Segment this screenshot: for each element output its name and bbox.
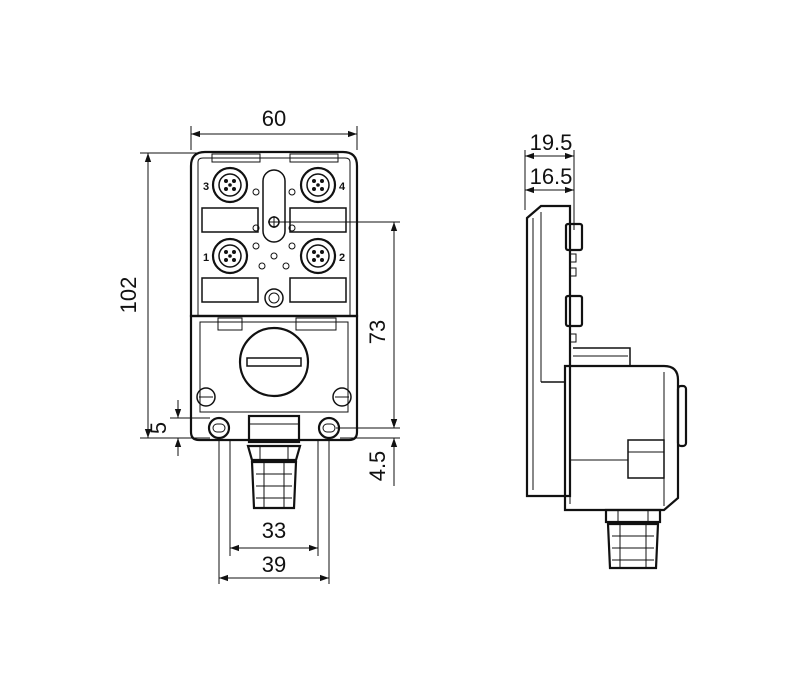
front-lower-cover xyxy=(189,314,359,442)
port-4: 4 xyxy=(299,166,346,204)
housing-screw xyxy=(264,288,284,308)
corner-screw-right xyxy=(332,387,352,407)
side-port-upper xyxy=(564,222,584,252)
lower-slot-left xyxy=(217,317,243,331)
top-slot-left xyxy=(211,153,261,163)
dim-label-16-5: 16.5 xyxy=(530,164,573,189)
dim-label-33: 33 xyxy=(262,518,286,543)
front-upper-inner-frame xyxy=(197,157,351,316)
dim-label-60: 60 xyxy=(262,106,286,131)
label-plate-1 xyxy=(201,277,259,303)
cable-gland xyxy=(246,444,302,510)
label-plate-2 xyxy=(289,277,347,303)
port-label-1: 1 xyxy=(203,252,209,264)
port-label-4: 4 xyxy=(339,181,346,193)
gland-base xyxy=(247,414,301,444)
port-3: 3 xyxy=(203,166,249,204)
dim-label-5: 5 xyxy=(146,422,171,434)
cap-slot xyxy=(246,357,302,367)
port-label-3: 3 xyxy=(203,181,209,193)
dim-label-39: 39 xyxy=(262,552,286,577)
dim-label-102: 102 xyxy=(116,277,141,314)
indicator-holes xyxy=(252,188,296,270)
center-channel xyxy=(262,169,286,243)
label-plate-4 xyxy=(289,207,347,233)
side-view: 19.5 16.5 xyxy=(524,130,688,570)
front-view: 3 4 1 2 xyxy=(116,106,400,584)
mount-hole-left xyxy=(207,416,231,440)
corner-screw-left xyxy=(196,387,216,407)
dim-label-73: 73 xyxy=(365,320,390,344)
side-lower-body xyxy=(563,364,680,512)
side-cable-gland xyxy=(604,508,662,570)
rotary-cap xyxy=(238,326,310,398)
dim-label-4-5: 4.5 xyxy=(365,451,390,482)
side-cap-profile xyxy=(676,384,688,448)
port-2: 2 xyxy=(299,237,345,275)
port-label-2: 2 xyxy=(339,252,345,264)
lower-slot-right xyxy=(295,317,337,331)
lower-cover-inner xyxy=(199,321,349,413)
side-base-plate xyxy=(525,204,572,498)
top-slot-right xyxy=(289,153,339,163)
side-port-lower xyxy=(564,294,584,328)
port-1: 1 xyxy=(203,237,249,275)
label-plate-3 xyxy=(201,207,259,233)
dim-label-19-5: 19.5 xyxy=(530,130,573,155)
